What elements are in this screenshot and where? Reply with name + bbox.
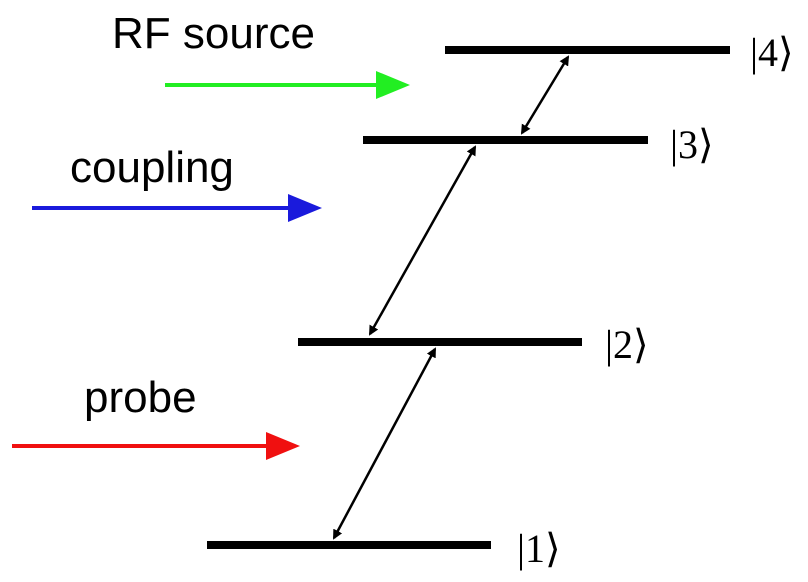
rf-source-arrow-head — [376, 71, 410, 99]
transition-arrow-3-4 — [520, 55, 570, 135]
ket-label-1: |1⟩ — [517, 526, 561, 571]
probe-arrow-head — [266, 432, 300, 460]
rf-source-label: RF source — [112, 9, 315, 58]
transition-arrow-1-2 — [332, 347, 437, 540]
ket-label-4: |4⟩ — [750, 30, 794, 75]
ket-label-3: |3⟩ — [670, 122, 714, 167]
coupling-label: coupling — [70, 143, 234, 192]
ket-label-2: |2⟩ — [605, 322, 649, 367]
coupling-arrow-head — [288, 194, 322, 222]
transition-arrow-2-3 — [368, 145, 477, 336]
probe-label: probe — [84, 373, 197, 422]
